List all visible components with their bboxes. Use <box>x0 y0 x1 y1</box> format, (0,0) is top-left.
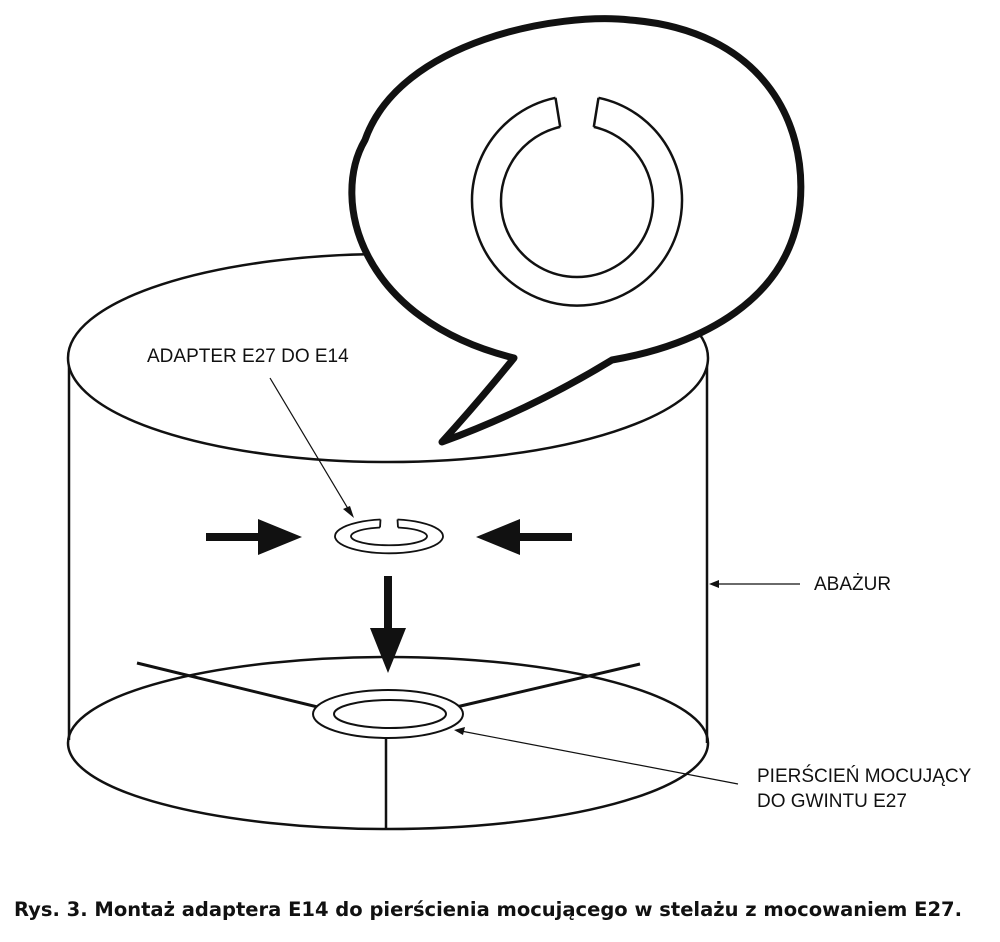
mounting-ring-inner <box>333 699 447 729</box>
frame-strut-right <box>451 662 641 710</box>
shade-bottom-ellipse <box>66 655 710 831</box>
leader-line-shade <box>709 580 800 588</box>
ring-label-line2: DO GWINTU E27 <box>757 791 907 812</box>
ring-label-line1: PIERŚCIEŃ MOCUJĄCY <box>757 765 972 787</box>
arrow-right-icon <box>206 519 302 555</box>
arrow-down-icon <box>370 576 406 673</box>
leader-line-adapter <box>269 377 354 518</box>
figure-caption: Rys. 3. Montaż adaptera E14 do pierścien… <box>14 898 963 921</box>
shade-label: ABAŻUR <box>814 574 891 595</box>
adapter-label: ADAPTER E27 DO E14 <box>147 346 349 367</box>
zoomed-adapter-ring <box>470 96 684 307</box>
arrow-left-icon <box>476 519 572 555</box>
adapter-ring-small <box>334 518 444 555</box>
leader-line-ring <box>454 727 739 785</box>
zoom-speech-bubble <box>348 15 805 446</box>
frame-strut-left <box>136 661 331 712</box>
